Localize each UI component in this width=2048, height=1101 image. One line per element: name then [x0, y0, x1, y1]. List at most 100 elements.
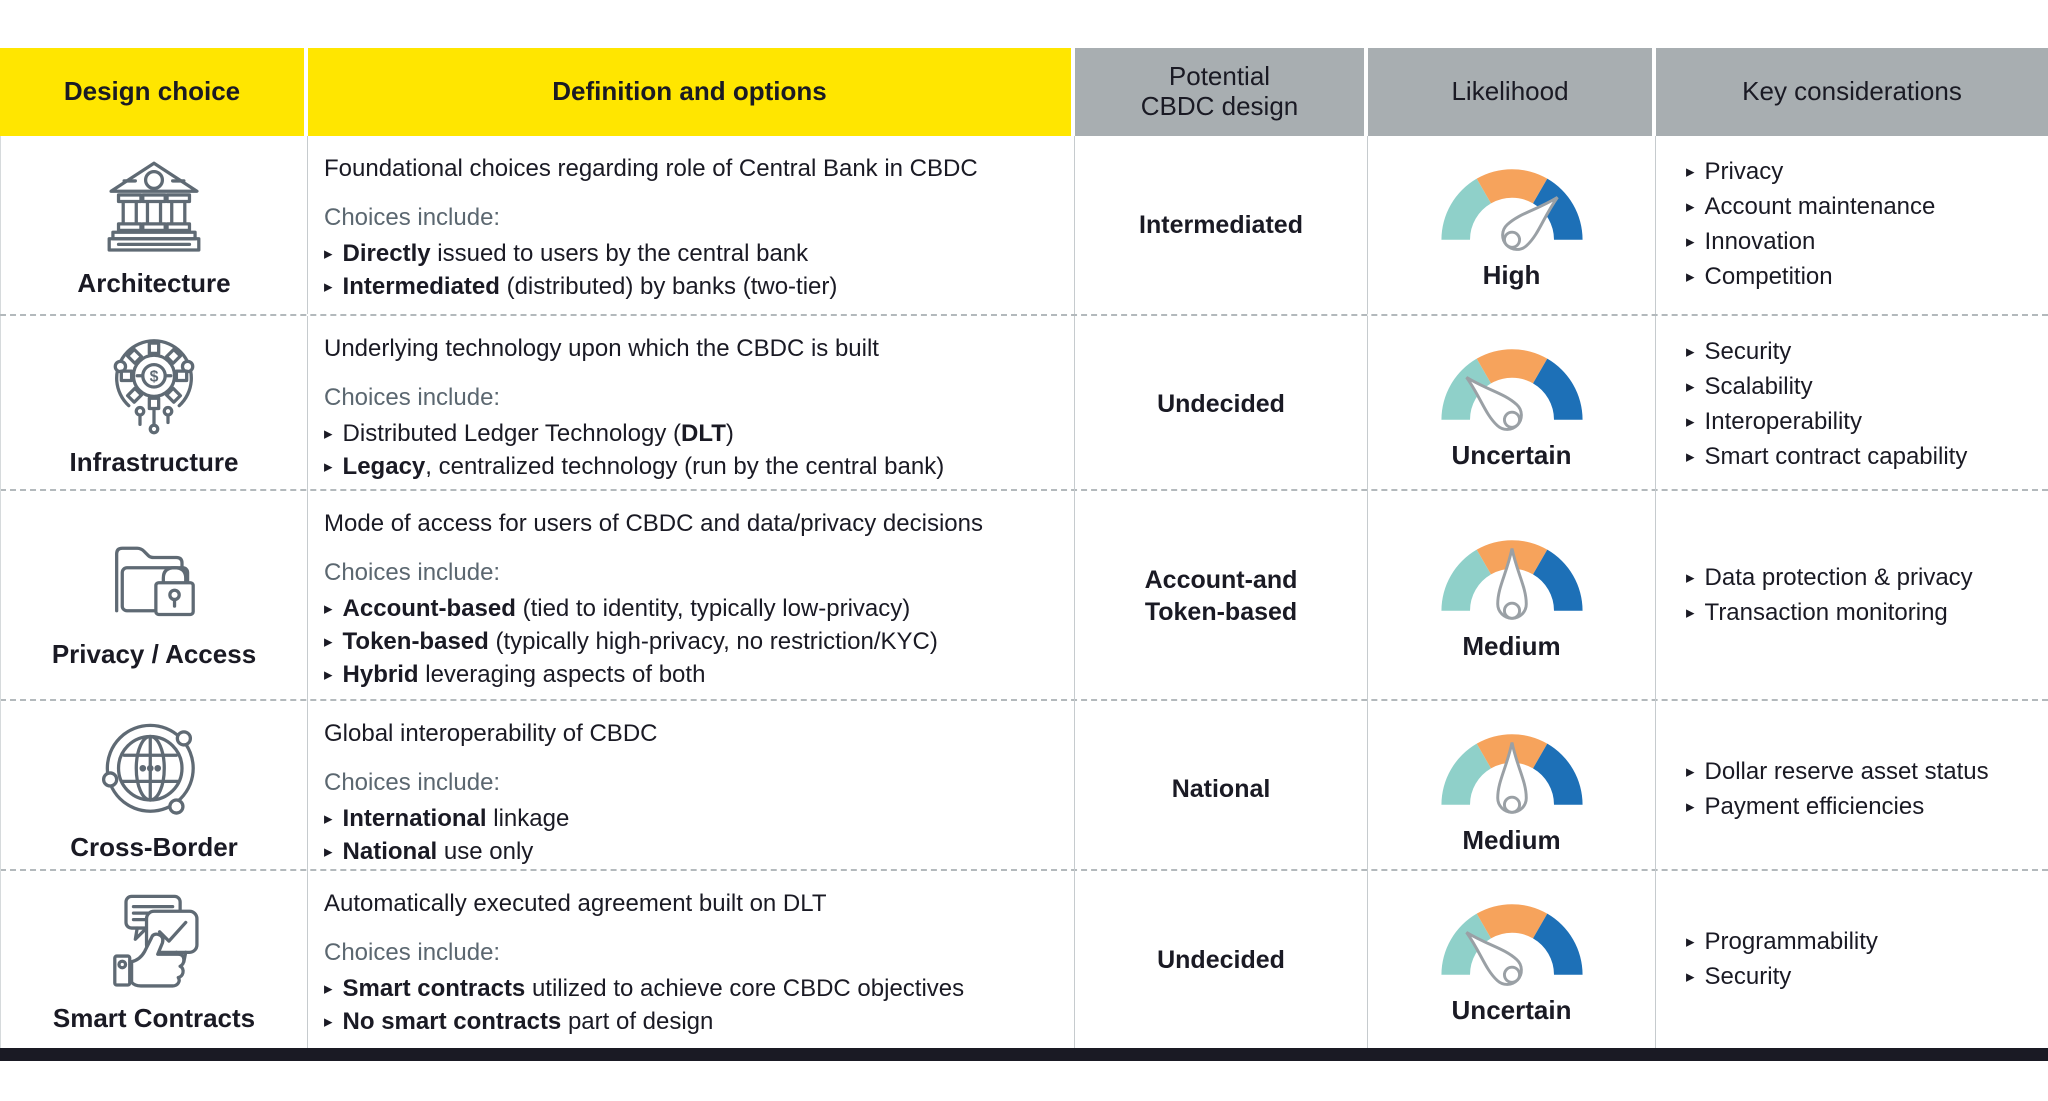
likelihood-label: Uncertain — [1451, 995, 1572, 1025]
choice-item: ▸Smart contracts utilized to achieve cor… — [324, 975, 965, 1003]
likelihood-gauge-icon — [1428, 724, 1596, 814]
header-key-considerations: Key considerations — [1656, 48, 2048, 136]
bullet-icon: ▸ — [324, 1012, 333, 1032]
likelihood-label: High — [1482, 260, 1541, 290]
choice-item: ▸National use only — [324, 838, 534, 866]
privacy-icon — [98, 523, 210, 635]
key-consideration-item: ▸Interoperability — [1686, 407, 1862, 435]
key-consideration-item: ▸Competition — [1686, 262, 1833, 290]
key-consideration-item: ▸Privacy — [1686, 158, 1784, 186]
bullet-icon: ▸ — [1686, 446, 1695, 466]
likelihood-gauge-icon — [1428, 339, 1596, 431]
key-consideration-item: ▸Account maintenance — [1686, 193, 1936, 221]
bullet-icon: ▸ — [1686, 603, 1695, 623]
key-consideration-item: ▸Programmability — [1686, 928, 1878, 956]
potential-design-cell: National — [1075, 701, 1368, 879]
key-consideration-item: ▸Security — [1686, 338, 1792, 366]
key-consideration-item: ▸Smart contract capability — [1686, 442, 1968, 470]
choices-include-label: Choices include: — [324, 939, 501, 967]
choice-item: ▸Distributed Ledger Technology (DLT) — [324, 420, 734, 448]
key-consideration-item: ▸Payment efficiencies — [1686, 792, 1925, 820]
key-considerations-cell: ▸Privacy▸Account maintenance▸Innovation▸… — [1656, 136, 2048, 314]
key-considerations-cell: ▸Security ▸Scalability ▸Interoperability ▸S… — [1656, 316, 2048, 493]
table-body: Architecture Foundational choices regard… — [0, 136, 2048, 1049]
key-considerations-cell: ▸Data protection & privacy▸Transaction m… — [1656, 491, 2048, 702]
bullet-icon: ▸ — [324, 665, 333, 685]
likelihood-cell: Medium — [1368, 701, 1656, 879]
potential-design-cell: Undecided — [1075, 871, 1368, 1049]
bullet-icon: ▸ — [1686, 796, 1695, 816]
bullet-icon: ▸ — [1686, 761, 1695, 781]
definition-cell: Global interoperability of CBDC Choices … — [308, 701, 1075, 879]
choices-include-label: Choices include: — [324, 384, 501, 412]
definition-cell: Foundational choices regarding role of C… — [308, 136, 1075, 314]
bullet-icon: ▸ — [1686, 967, 1695, 986]
likelihood-cell: Uncertain — [1368, 316, 1656, 494]
definition-text: Mode of access for users of CBDC and dat… — [324, 510, 983, 537]
bullet-icon: ▸ — [324, 457, 333, 477]
design-choice-label: Infrastructure — [69, 447, 239, 478]
choice-item: ▸Legacy, centralized technology (run by … — [324, 453, 945, 481]
smart-contracts-icon — [98, 887, 210, 999]
bullet-icon: ▸ — [1686, 266, 1695, 286]
table-header-row: Design choice Definition and options Pot… — [0, 48, 2048, 136]
design-choice-cell: Smart Contracts — [0, 871, 308, 1049]
bullet-icon: ▸ — [1686, 411, 1695, 431]
potential-design-cell: Undecided — [1075, 316, 1368, 494]
bullet-icon: ▸ — [1686, 932, 1695, 952]
bullet-icon: ▸ — [324, 842, 333, 862]
key-consideration-item: ▸Security — [1686, 963, 1792, 990]
header-design-choice: Design choice — [0, 48, 308, 136]
header-likelihood: Likelihood — [1368, 48, 1656, 136]
definition-cell: Underlying technology upon which the CBD… — [308, 316, 1075, 494]
likelihood-cell: Uncertain — [1368, 871, 1656, 1049]
choices-list: ▸Distributed Ledger Technology (DLT) ▸Leg… — [324, 417, 1064, 483]
definition-text: Automatically executed agreement built o… — [324, 890, 827, 917]
choice-item: ▸International linkage — [324, 805, 570, 833]
likelihood-label: Medium — [1462, 631, 1561, 662]
likelihood-label: Uncertain — [1451, 439, 1572, 470]
design-choice-label: Cross-Border — [70, 832, 238, 863]
key-considerations-cell: ▸Programmability ▸Security — [1656, 871, 2048, 1049]
likelihood-label: Medium — [1462, 824, 1561, 855]
design-choice-cell: Infrastructure — [0, 316, 308, 494]
choice-item: ▸Token-based (typically high-privacy, no… — [324, 628, 938, 656]
bullet-icon: ▸ — [1686, 232, 1695, 251]
definition-text: Underlying technology upon which the CBD… — [324, 335, 879, 362]
choices-list: ▸Account-based (tied to identity, typica… — [324, 592, 1064, 691]
globe-icon — [98, 716, 210, 828]
design-choice-cell: Privacy / Access — [0, 491, 308, 702]
key-consideration-item: ▸Data protection & privacy — [1686, 564, 1973, 592]
table-row: Infrastructure Underlying technology upo… — [0, 316, 2048, 494]
table-row: Privacy / Access Mode of access for user… — [0, 491, 2048, 702]
choice-item: ▸Hybrid leveraging aspects of both — [324, 661, 706, 689]
key-consideration-item: ▸Innovation — [1686, 228, 1816, 255]
bullet-icon: ▸ — [324, 599, 333, 619]
choice-item: ▸Account-based (tied to identity, typica… — [324, 595, 911, 623]
choices-include-label: Choices include: — [324, 769, 501, 797]
choice-item: ▸Directly issued to users by the central… — [324, 240, 809, 268]
bullet-icon: ▸ — [324, 244, 333, 264]
bank-icon — [98, 152, 210, 264]
design-choice-label: Architecture — [77, 267, 231, 298]
key-consideration-item: ▸Scalability — [1686, 372, 1813, 400]
bullet-icon: ▸ — [324, 809, 333, 829]
likelihood-gauge-icon — [1428, 159, 1596, 251]
bullet-icon: ▸ — [1686, 162, 1695, 182]
table-row: Smart Contracts Automatically executed a… — [0, 871, 2048, 1049]
potential-design-cell: Account-and Token-based — [1075, 491, 1368, 702]
likelihood-cell: Medium — [1368, 491, 1656, 702]
key-consideration-item: ▸Dollar reserve asset status — [1686, 757, 1989, 785]
choice-item: ▸No smart contracts part of design — [324, 1008, 714, 1036]
choices-list: ▸Directly issued to users by the central… — [324, 237, 1064, 303]
design-choice-label: Smart Contracts — [52, 1002, 256, 1033]
likelihood-gauge-icon — [1428, 530, 1596, 621]
definition-cell: Mode of access for users of CBDC and dat… — [308, 491, 1075, 702]
definition-cell: Automatically executed agreement built o… — [308, 871, 1075, 1049]
choices-list: ▸Smart contracts utilized to achieve cor… — [324, 972, 1064, 1038]
table-row: Cross-Border Global interoperability of … — [0, 701, 2048, 879]
definition-text: Global interoperability of CBDC — [324, 720, 658, 747]
bullet-icon: ▸ — [1686, 568, 1695, 588]
likelihood-cell: High — [1368, 136, 1656, 314]
